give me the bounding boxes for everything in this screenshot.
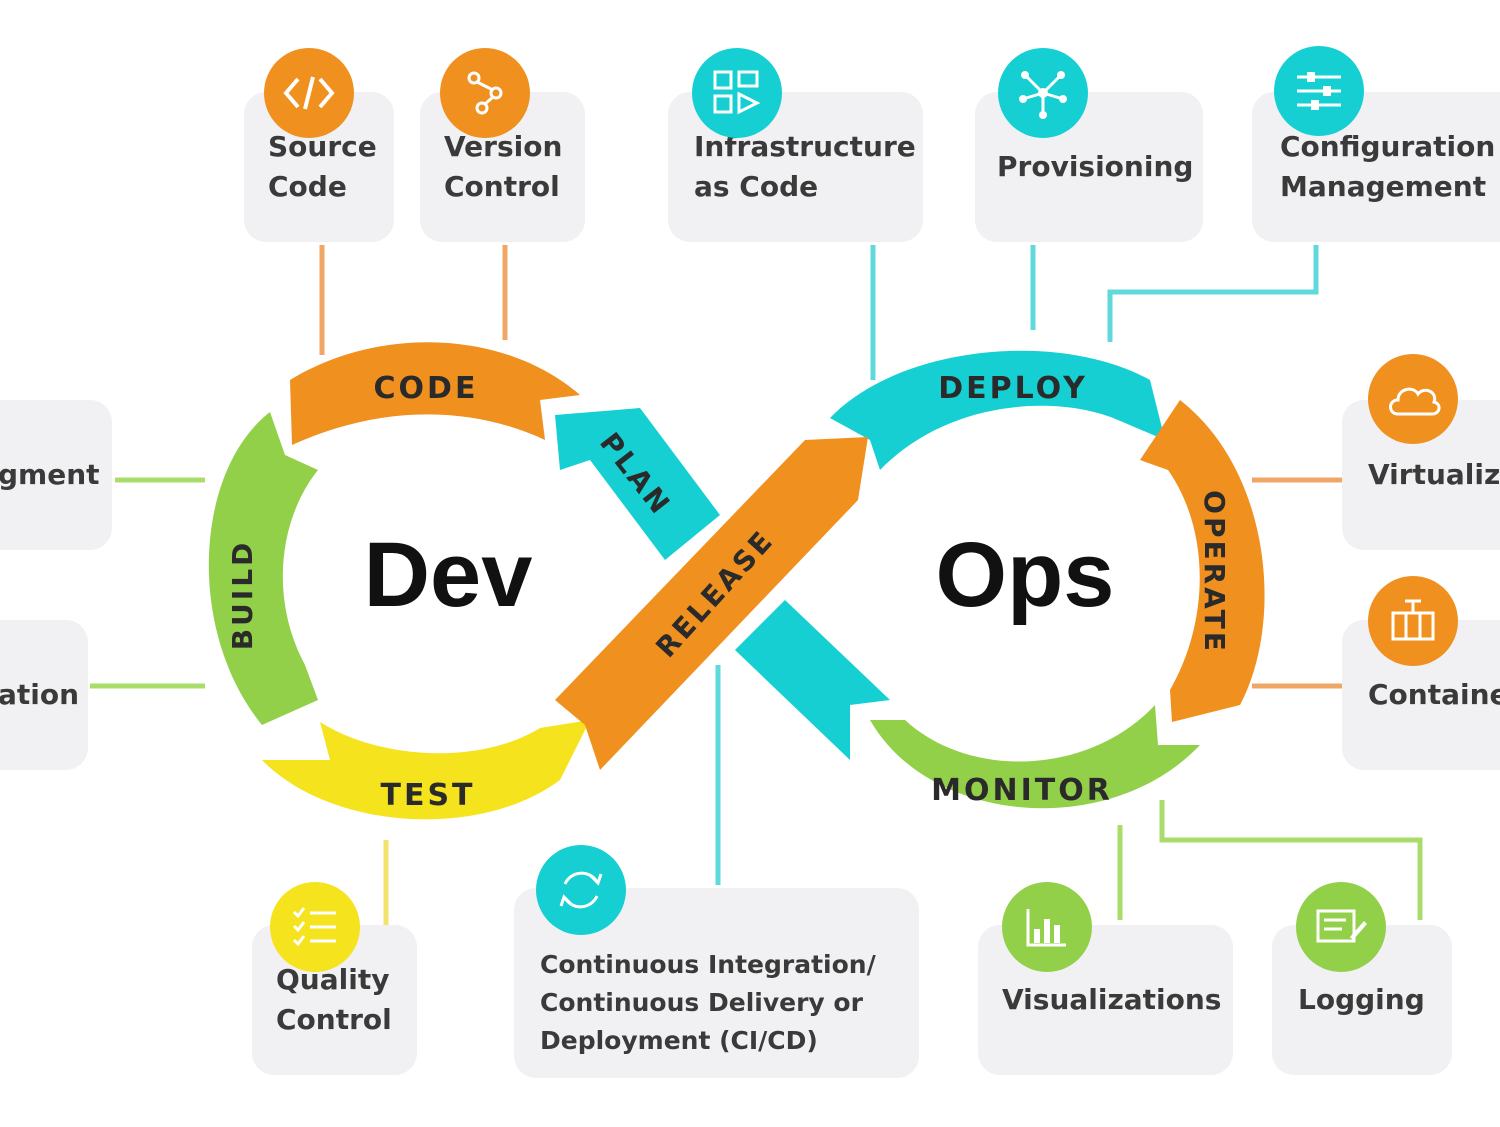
card-source-code-line2: Code	[268, 170, 347, 203]
card-visualizations[interactable]: Visualizations	[978, 925, 1233, 1075]
card-cicd-line1: Continuous Integration/	[540, 950, 876, 979]
card-config-line2: Management	[1280, 170, 1487, 203]
container-icon	[1368, 576, 1458, 666]
sliders-icon	[1274, 46, 1364, 136]
label-operate: OPERATE	[1198, 490, 1231, 654]
code-brackets-icon	[264, 48, 354, 138]
code-arc	[290, 342, 580, 445]
card-configuration-management[interactable]: Configuration Management	[1252, 92, 1500, 242]
monitor-arc	[870, 705, 1200, 809]
card-version-control-line2: Control	[444, 170, 560, 203]
card-containers-line1: Containe	[1368, 678, 1500, 711]
teal-crossing	[735, 600, 890, 760]
card-cicd-line3: Deployment (CI/CD)	[540, 1026, 818, 1055]
card-left-top[interactable]: gment	[0, 400, 112, 550]
card-virtualization-line1: Virtualiz	[1368, 458, 1500, 491]
label-deploy: DEPLOY	[938, 371, 1088, 406]
card-cicd[interactable]: Continuous Integration/ Continuous Deliv…	[514, 888, 919, 1078]
test-arc	[262, 720, 590, 820]
branch-icon	[440, 48, 530, 138]
card-left-bottom[interactable]: ation	[0, 620, 88, 770]
build-arc	[208, 412, 318, 725]
card-quality-control-line2: Control	[276, 1003, 392, 1036]
label-test: TEST	[380, 778, 475, 813]
plan-arrow	[555, 408, 720, 560]
checklist-icon	[270, 882, 360, 972]
card-version-control-line1: Version	[444, 130, 563, 163]
card-left-bottom-line1: ation	[0, 678, 80, 711]
label-monitor: MONITOR	[931, 773, 1113, 808]
label-code: CODE	[374, 371, 479, 406]
cloud-icon	[1368, 354, 1458, 444]
blocks-icon	[692, 48, 782, 138]
card-left-top-line1: gment	[0, 458, 100, 491]
operate-arc	[1140, 400, 1265, 722]
network-hub-icon	[998, 48, 1088, 138]
log-document-icon	[1296, 882, 1386, 972]
label-build: BUILD	[226, 540, 259, 651]
card-quality-control-line1: Quality	[276, 963, 390, 996]
release-arrow	[555, 437, 868, 770]
ops-title: Ops	[936, 524, 1115, 626]
card-iac-line2: as Code	[694, 170, 819, 203]
card-provisioning-line1: Provisioning	[997, 150, 1194, 183]
card-logging-line1: Logging	[1298, 983, 1425, 1016]
bar-chart-icon	[1002, 882, 1092, 972]
deploy-arc	[830, 350, 1165, 470]
connector-lines	[90, 245, 1423, 925]
card-quality-control[interactable]: Quality Control	[252, 925, 417, 1075]
card-visualizations-line1: Visualizations	[1002, 983, 1222, 1016]
ops-loop	[735, 350, 1265, 809]
card-cicd-line2: Continuous Delivery or	[540, 988, 863, 1017]
dev-loop	[208, 342, 720, 820]
dev-title: Dev	[364, 524, 533, 626]
refresh-cycle-icon	[536, 845, 626, 935]
card-source-code-line1: Source	[268, 130, 377, 163]
